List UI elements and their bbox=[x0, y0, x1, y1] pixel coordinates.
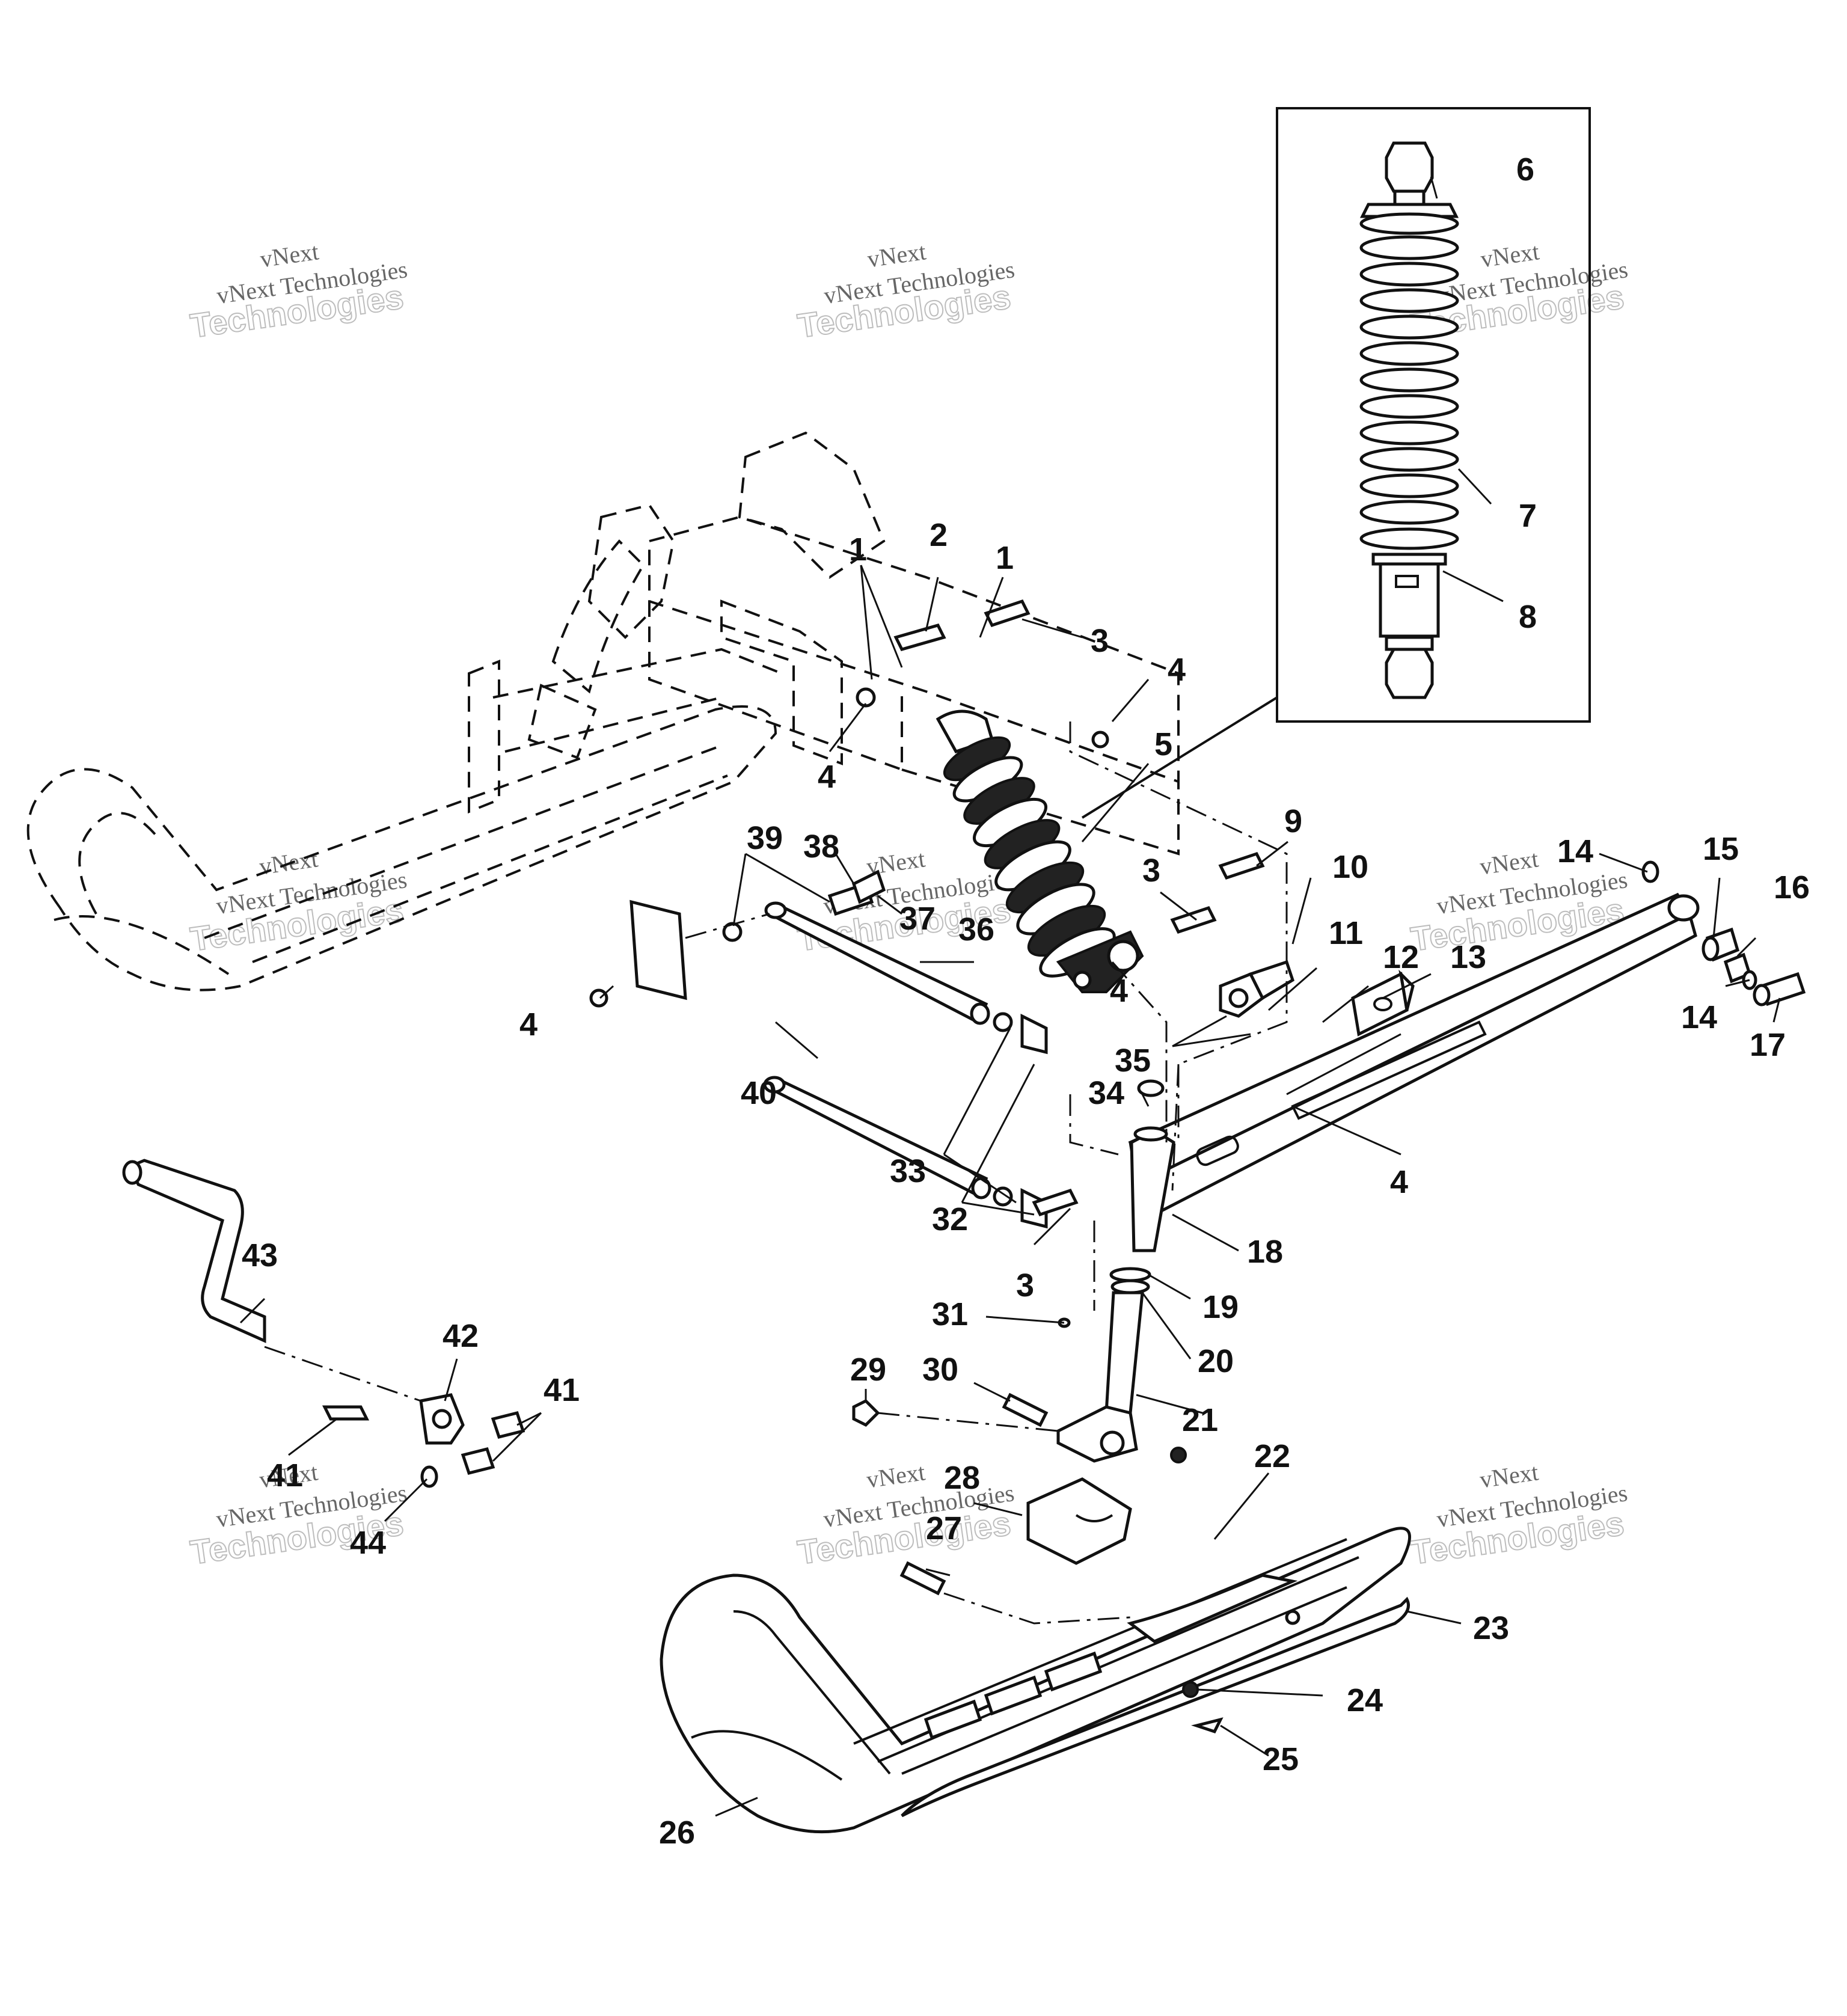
callout-27: 27 bbox=[926, 1510, 962, 1546]
watermark-text-small: vNext bbox=[1478, 845, 1540, 880]
assembly-centerlines bbox=[264, 722, 1288, 1625]
callout-44: 44 bbox=[350, 1525, 386, 1561]
callout-13: 13 bbox=[1450, 939, 1486, 975]
callout-14: 14 bbox=[1557, 833, 1593, 869]
callout-6: 6 bbox=[1516, 152, 1534, 188]
callout-4c: 4 bbox=[519, 1006, 538, 1043]
steering-hardware bbox=[852, 1317, 1071, 1596]
callout-11: 11 bbox=[1329, 915, 1363, 951]
rod-hardware bbox=[589, 869, 1048, 1229]
callout-16: 16 bbox=[1774, 869, 1810, 905]
upper-pivot-hardware bbox=[856, 599, 1265, 1217]
phantom-ski-left bbox=[26, 705, 777, 991]
bumper-block bbox=[1351, 969, 1415, 1037]
callout-39: 39 bbox=[747, 820, 783, 856]
callout-4e: 4 bbox=[1390, 1164, 1408, 1200]
callout-35: 35 bbox=[1115, 1043, 1151, 1079]
callout-36: 36 bbox=[958, 911, 994, 948]
callout-1: 1 bbox=[849, 532, 867, 568]
ski-hardware bbox=[1170, 1447, 1300, 1734]
callout-8: 8 bbox=[1519, 599, 1537, 635]
callout-labels: 1 2 1 3 4 4 5 6 7 8 9 3 10 11 12 13 14 1… bbox=[242, 152, 1810, 1851]
callout-29: 29 bbox=[850, 1352, 886, 1388]
watermark-bottom-right: Technologies vNext vNext Technologies bbox=[1408, 1458, 1629, 1572]
inset-spring-coils bbox=[1359, 212, 1459, 550]
watermark-middle-left: Technologies vNext vNext Technologies bbox=[188, 845, 409, 958]
callout-10: 10 bbox=[1332, 849, 1368, 885]
callout-41-left: 41 bbox=[267, 1457, 303, 1494]
callout-3b: 3 bbox=[1142, 853, 1160, 889]
ski-saddle bbox=[1026, 1477, 1132, 1565]
callout-12: 12 bbox=[1383, 939, 1419, 975]
callout-43: 43 bbox=[242, 1237, 278, 1273]
phantom-spindle-left bbox=[468, 648, 782, 813]
callout-4d: 4 bbox=[1110, 973, 1128, 1009]
phantom-shock-left bbox=[527, 539, 645, 759]
callout-31: 31 bbox=[932, 1296, 968, 1332]
callout-14b: 14 bbox=[1681, 999, 1717, 1035]
watermark-bottom-center: Technologies vNext vNext Technologies bbox=[795, 1458, 1016, 1572]
arm-bracket bbox=[1219, 960, 1295, 1018]
callout-5: 5 bbox=[1154, 726, 1172, 762]
callout-1b: 1 bbox=[996, 540, 1014, 576]
callout-41-right: 41 bbox=[544, 1372, 580, 1408]
callout-32: 32 bbox=[932, 1201, 968, 1237]
inset-leader bbox=[1081, 696, 1278, 819]
shock-detail-inset bbox=[1081, 107, 1591, 819]
watermark-text-small: vNext bbox=[1478, 1458, 1540, 1493]
phantom-chassis bbox=[587, 431, 1180, 856]
callout-38: 38 bbox=[803, 829, 839, 865]
callout-7: 7 bbox=[1519, 498, 1537, 534]
callout-2: 2 bbox=[930, 517, 948, 553]
callout-21: 21 bbox=[1182, 1402, 1218, 1438]
callout-3: 3 bbox=[1091, 623, 1109, 659]
watermark-text-small: vNext bbox=[866, 237, 928, 272]
steering-bracket bbox=[322, 1393, 525, 1488]
watermark-top-left: Technologies vNext vNext Technologies bbox=[188, 237, 409, 345]
callout-18: 18 bbox=[1247, 1234, 1283, 1270]
callout-28: 28 bbox=[944, 1460, 980, 1496]
callout-34: 34 bbox=[1088, 1075, 1124, 1111]
callout-15: 15 bbox=[1703, 831, 1739, 867]
radius-rods bbox=[763, 901, 991, 1199]
inset-frame bbox=[1276, 107, 1591, 723]
watermark-text-small: vNext bbox=[259, 237, 320, 272]
callout-20: 20 bbox=[1198, 1343, 1234, 1379]
callout-24: 24 bbox=[1347, 1682, 1383, 1718]
callout-40: 40 bbox=[741, 1075, 777, 1111]
callout-4b: 4 bbox=[818, 759, 836, 795]
callout-19: 19 bbox=[1202, 1289, 1239, 1325]
watermark-text-small: vNext bbox=[257, 845, 319, 880]
callout-17: 17 bbox=[1750, 1027, 1786, 1063]
callout-26: 26 bbox=[659, 1815, 695, 1851]
callout-23: 23 bbox=[1473, 1610, 1509, 1646]
inset-shock-absorber bbox=[1359, 141, 1459, 699]
callout-9: 9 bbox=[1284, 803, 1302, 839]
callout-37: 37 bbox=[899, 901, 936, 937]
callout-3c: 3 bbox=[1016, 1267, 1034, 1304]
steering-handle bbox=[122, 1159, 266, 1343]
leader-lines bbox=[239, 176, 1781, 1817]
callout-4: 4 bbox=[1168, 652, 1186, 688]
shock-absorber bbox=[936, 709, 1144, 993]
callout-22: 22 bbox=[1254, 1438, 1290, 1474]
spindle bbox=[1056, 1079, 1175, 1463]
callout-42: 42 bbox=[443, 1318, 479, 1354]
shock-spring-coils bbox=[943, 736, 1116, 978]
arm-end-hardware bbox=[1641, 860, 1806, 1006]
watermark-top-center: Technologies vNext vNext Technologies bbox=[795, 237, 1017, 345]
watermark-text-small: vNext bbox=[865, 1458, 927, 1493]
ski bbox=[660, 1527, 1411, 1834]
callout-25: 25 bbox=[1263, 1741, 1299, 1777]
watermark-text-small: vNext bbox=[1479, 237, 1541, 272]
callout-33: 33 bbox=[890, 1153, 926, 1189]
callout-30: 30 bbox=[922, 1352, 958, 1388]
